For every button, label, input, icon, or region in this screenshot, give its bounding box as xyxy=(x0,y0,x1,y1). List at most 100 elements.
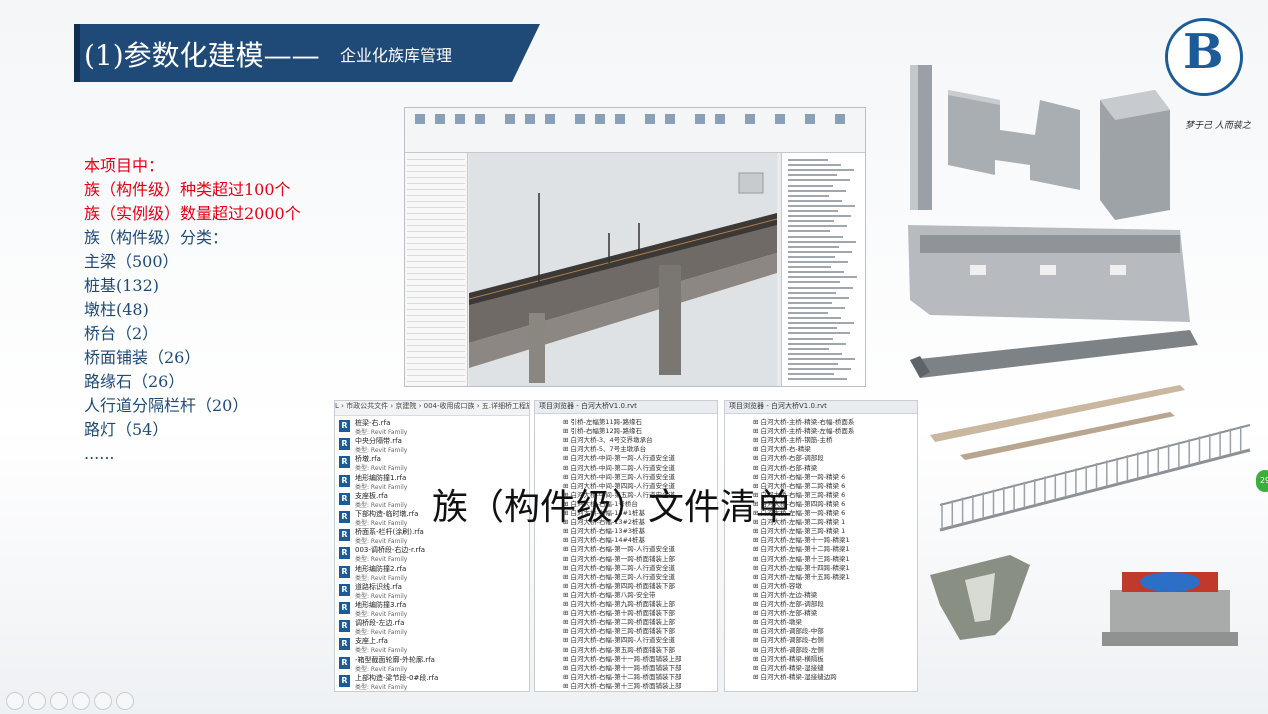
tree-node[interactable]: ⊞ 白河大桥-右部-精梁 xyxy=(753,463,818,472)
ribbon-tool-icon xyxy=(475,114,485,124)
tree-node[interactable]: ⊞ 白河大桥-右幅-第五跨-桥面铺装下部 xyxy=(563,645,676,654)
tree-node[interactable]: ⊞ 白河大桥-墩梁 xyxy=(753,618,802,627)
tree-node[interactable]: ⊞ 白河大桥-左幅-第三跨-精梁 1 xyxy=(753,527,846,536)
browser-row xyxy=(788,189,846,192)
tree-node[interactable]: ⊞ 白河大桥-右幅-13#1桩基 xyxy=(563,509,646,517)
tree-node[interactable]: ⊞ 白河大桥-右幅-13#3桩基 xyxy=(563,527,646,536)
tree-node[interactable]: ⊞ 白河大桥-右幅-第四跨-精梁 6 xyxy=(753,499,846,508)
browser-row xyxy=(788,204,855,207)
tree-node[interactable]: ⊞ 白河大桥-左部-调部段 xyxy=(753,600,824,608)
tree-node[interactable]: ⊞ 白河大桥-中间-第二跨-人行道安全道 xyxy=(563,463,676,472)
tree-node[interactable]: ⊞ 白河大桥-容墩 xyxy=(753,581,802,590)
file-type: 类型: Revit Family xyxy=(355,665,408,673)
tree-node[interactable]: ⊞ 白河大桥-精梁-湿接缝边跨 xyxy=(753,672,837,681)
property-row xyxy=(407,261,465,262)
tree-node[interactable]: ⊞ 白河大桥-主桥-钢筋-主桥 xyxy=(753,436,833,445)
tree-node[interactable]: ⊞ 白河大桥-左幅-第十五跨-精梁1 xyxy=(753,572,850,581)
tree-node[interactable]: ⊞ 引桥-右幅第12跨-路缘石 xyxy=(563,427,642,436)
tree-node[interactable]: ⊞ 白河大桥-右幅-第十三跨-桥面铺装上部 xyxy=(563,681,682,690)
tree-node[interactable]: ⊞ 白河大桥-左部-精梁 xyxy=(753,609,818,618)
tree-node[interactable]: ⊞ 白河大桥-右幅-第二跨-精梁 6 xyxy=(753,481,846,490)
tree-node[interactable]: ⊞ 白河大桥-右幅-第十一跨-桥面铺装下部 xyxy=(563,663,682,672)
revit-family-icon: R xyxy=(339,674,350,687)
tree-node[interactable]: ⊞ 白河大桥-调部段-左侧 xyxy=(753,645,824,654)
tree-node[interactable]: ⊞ 白河大桥-右幅-第一跨-桥面铺装上部 xyxy=(563,554,676,563)
page-title: (1)参数化建模—— xyxy=(84,39,320,72)
file-name: 桥墩.rfa xyxy=(355,455,381,464)
tree-node[interactable]: ⊞ 白河大桥-精梁-湿接缝 xyxy=(753,663,824,672)
property-row xyxy=(407,267,465,268)
tree-node[interactable]: ⊞ 白河大桥-中间-第五跨-人行道安全道 xyxy=(563,490,676,499)
slides-overview-icon[interactable] xyxy=(72,692,90,710)
ribbon-tool-icon xyxy=(595,114,605,124)
tree-node[interactable]: ⊞ 白河大桥-右幅-第三跨-人行道安全道 xyxy=(563,572,676,581)
tree-node[interactable]: ⊞ 白河大桥-右部-调部段 xyxy=(753,454,824,463)
tree-node[interactable]: ⊞ 白河大桥-右幅-第十二跨-桥面铺装下部 xyxy=(563,672,682,681)
tree-node[interactable]: ⊞ 白河大桥-左幅-第十四跨-精梁1 xyxy=(753,563,850,572)
file-name: 支座板.rfa xyxy=(355,491,388,500)
tree-node[interactable]: ⊞ 白河大桥-主桥-精梁-右幅-桥面系 xyxy=(753,418,855,426)
prev-slide-icon[interactable] xyxy=(6,692,24,710)
tree-node[interactable]: ⊞ 白河大桥-右幅-13#2桩基 xyxy=(563,518,646,527)
ribbon-tool-icon xyxy=(645,114,655,124)
browser-row xyxy=(788,317,841,320)
tree-node[interactable]: ⊞ 白河大桥-中间-第三跨-人行道安全道 xyxy=(563,472,676,481)
tree-node[interactable]: ⊞ 白河大桥-左幅-第十一跨-精梁1 xyxy=(753,536,850,545)
tree-node[interactable]: ⊞ 白河大桥-右幅-第一跨-人行道安全道 xyxy=(563,545,676,554)
tree-node[interactable]: ⊞ 白河大桥-右幅-第十三跨-桥面铺装下部 xyxy=(563,689,682,691)
file-type: 类型: Revit Family xyxy=(355,501,408,509)
zoom-icon[interactable] xyxy=(94,692,112,710)
tree-node[interactable]: ⊞ 白河大桥-5、7号主墩承台 xyxy=(563,445,647,454)
tree-node[interactable]: ⊞ 白河大桥-主桥-精梁-左幅-桥面系 xyxy=(753,427,855,436)
tree-node[interactable]: ⊞ 白河大桥-调部段-右侧 xyxy=(753,636,824,645)
tree-node[interactable]: ⊞ 白河大桥-右幅-1号桥台 xyxy=(563,499,638,508)
tree-node[interactable]: ⊞ 引桥-左幅第11跨-路缘石 xyxy=(563,418,642,426)
tree-node[interactable]: ⊞ 白河大桥-左幅-第十三跨-精梁1 xyxy=(753,554,850,563)
bridge-3d-view xyxy=(468,153,778,386)
tree-node[interactable]: ⊞ 白河大桥-3、4号交界墩承台 xyxy=(563,436,653,445)
tree-node[interactable]: ⊞ 白河大桥-右幅-14#4桩基 xyxy=(563,536,646,545)
tree-node[interactable]: ⊞ 白河大桥-右幅-第十一跨-桥面铺装上部 xyxy=(563,654,682,663)
next-slide-icon[interactable] xyxy=(28,692,46,710)
revit-family-icon: R xyxy=(339,456,350,469)
tree-node[interactable]: ⊞ 白河大桥-右幅-第二跨-人行道安全道 xyxy=(563,563,676,572)
more-options-icon[interactable] xyxy=(116,692,134,710)
tree-node[interactable]: ⊞ 白河大桥-右幅-第八跨-安全带 xyxy=(563,590,656,599)
tree-node[interactable]: ⊞ 白河大桥-右幅-第九跨-桥面铺装上部 xyxy=(563,600,676,608)
tree-node[interactable]: ⊞ 白河大桥-左边-精梁 xyxy=(753,590,818,599)
pen-icon[interactable] xyxy=(50,692,68,710)
property-row xyxy=(407,309,465,310)
property-row xyxy=(407,195,465,196)
tree-node[interactable]: ⊞ 白河大桥-左幅-第二跨-精梁 1 xyxy=(753,518,846,527)
tree-node[interactable]: ⊞ 白河大桥-右-精梁 xyxy=(753,445,811,454)
tree-node[interactable]: ⊞ 白河大桥-右幅-第三跨-精梁 6 xyxy=(753,490,846,499)
tree-node[interactable]: ⊞ 白河大桥-左幅-第一跨-精梁 6 xyxy=(753,509,846,517)
tree-node[interactable]: ⊞ 白河大桥-左幅-第十二跨-精梁1 xyxy=(753,545,850,554)
tree-node[interactable]: ⊞ 白河大桥-调部段-中部 xyxy=(753,627,824,636)
tree-node[interactable]: ⊞ 白河大桥-右幅-第十跨-桥面铺装下部 xyxy=(563,609,676,618)
tree-node[interactable]: ⊞ 白河大桥-右幅-第四跨-人行道安全道 xyxy=(563,636,676,645)
tree-node[interactable]: ⊞ 白河大桥-右幅-第三跨-桥面铺装下部 xyxy=(563,627,676,636)
tree-node[interactable]: ⊞ 白河大桥-精梁-横隔板 xyxy=(753,654,824,663)
tree-node[interactable]: ⊞ 白河大桥-中间-第四跨-人行道安全道 xyxy=(563,481,676,490)
box-girder-render xyxy=(910,330,1198,378)
tree-node[interactable]: ⊞ 白河大桥-右幅-第四跨-桥面铺装下部 xyxy=(563,581,676,590)
tree-node[interactable]: ⊞ 白河大桥-中间-第一跨-人行道安全道 xyxy=(563,454,676,463)
tree-node[interactable]: ⊞ 白河大桥-右幅-第二跨-桥面铺装上部 xyxy=(563,618,676,627)
tree-node[interactable]: ⊞ 白河大桥-右幅-第一跨-精梁 6 xyxy=(753,472,846,481)
